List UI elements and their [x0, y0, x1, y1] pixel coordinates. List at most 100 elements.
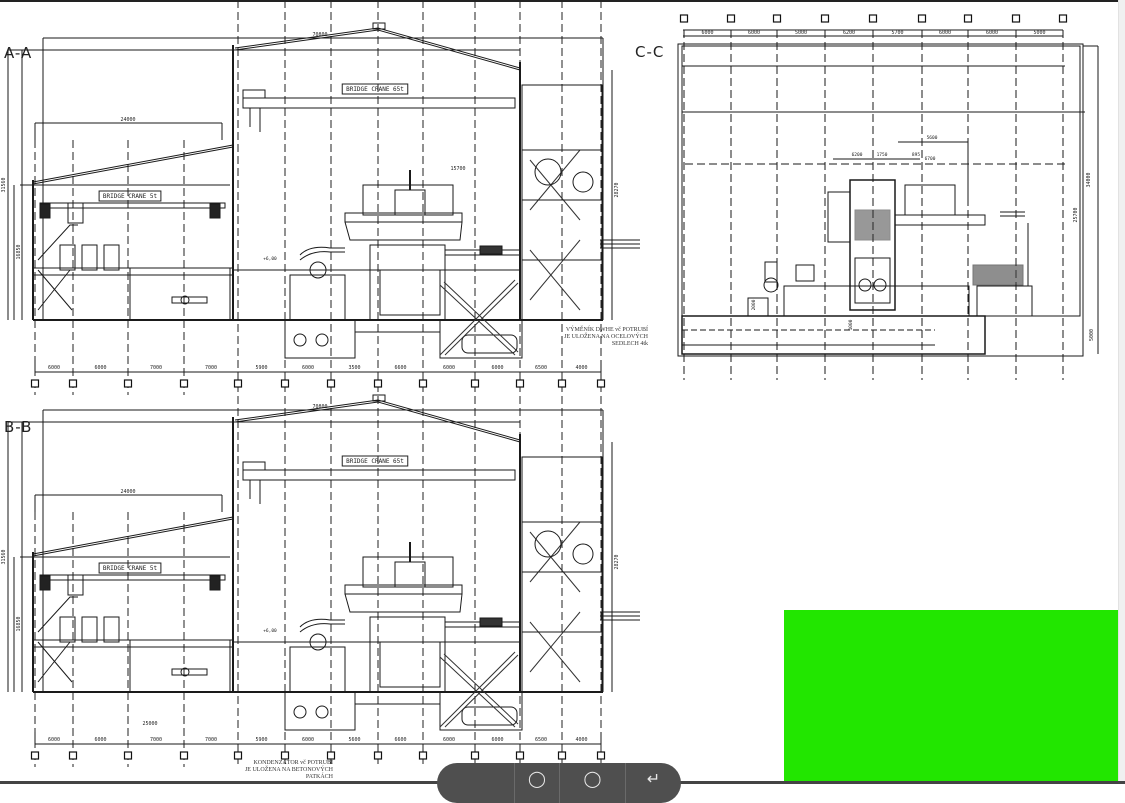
axis-dimension: 6000	[491, 737, 503, 743]
grid-axis-bubble	[470, 379, 480, 388]
grid-axis-bubble	[1058, 14, 1068, 23]
grid-axis-bubble	[179, 379, 189, 388]
axis-layer: 6000 6000 7000 7000 5900 6000 3500 6600 6000 6000…	[30, 14, 1068, 760]
level-label: +6,00	[263, 628, 277, 634]
crane-label-5t-frame	[98, 190, 162, 202]
axis-dimension: 6000	[48, 365, 60, 371]
crane-label-5t: BRIDGE CRANE 5t	[103, 565, 158, 572]
dimension-inner: 1750	[877, 152, 888, 158]
grid-axis-bubble	[820, 14, 830, 23]
crane-label-65t: BRIDGE CRANE 65t	[346, 86, 404, 93]
dimension-bottom-span: 25000	[142, 721, 157, 727]
rotate-icon: ↵	[646, 771, 661, 788]
dimension-inner: 2000	[751, 299, 757, 310]
axis-dimension: 7000	[150, 737, 162, 743]
grid-axis-bubble	[373, 751, 383, 760]
grid-axis-bubble	[280, 379, 290, 388]
grid-axis-bubble	[596, 379, 606, 388]
grid-axis-bubble	[179, 751, 189, 760]
dimension-inner: 895	[912, 152, 920, 158]
axis-dimension: 6000	[443, 365, 455, 371]
note-condenser: KONDENZÁTOR vč POTRUBÍ JE ULOŽENA NA BET…	[244, 760, 333, 780]
axis-dimension: 5000	[1033, 30, 1045, 36]
grid-axis-bubble	[326, 751, 336, 760]
axis-dimension: 6000	[701, 30, 713, 36]
section-title-aa: A-A	[4, 44, 33, 62]
rotate-button[interactable]: ↵	[626, 763, 681, 803]
grid-axis-bubble	[557, 751, 567, 760]
dimension-height-total: 31560	[1, 177, 7, 192]
dimension-height-base: 5000	[1089, 329, 1095, 341]
grid-axis-bubble	[596, 751, 606, 760]
dimension-span: 15700	[450, 166, 465, 172]
axis-dimension: 6000	[48, 737, 60, 743]
crane-label-5t: BRIDGE CRANE 5t	[103, 193, 158, 200]
axis-dimension: 6500	[535, 737, 547, 743]
grid-axis-bubble	[679, 14, 689, 23]
axis-dimension: 7000	[205, 737, 217, 743]
grid-axis-bubble	[418, 379, 428, 388]
note-heat-exchanger: VÝMĚNÍK DWHE vč POTRUBÍ JE ULOŽENA NA OC…	[564, 327, 648, 347]
axis-dimension: 5000	[795, 30, 807, 36]
crane-label-65t-frame	[341, 83, 409, 95]
grid-axis-bubble	[326, 379, 336, 388]
dimension-height-total: 31560	[1, 549, 7, 564]
axis-dimension: 6600	[394, 737, 406, 743]
dimension-inner: 6700	[925, 156, 936, 162]
axis-dimension: 6000	[94, 365, 106, 371]
axis-dimension: 6000	[939, 30, 951, 36]
axis-dimension: 7000	[205, 365, 217, 371]
axis-dimension: 5900	[255, 737, 267, 743]
dimension-height-2: 25700	[1073, 207, 1079, 222]
viewer-toolbar: ◯ ◯ ↵	[437, 763, 681, 803]
dimension-total-width: 70800	[312, 32, 327, 38]
dimension-height-right: 28270	[614, 554, 620, 569]
grid-axis-bubble	[30, 379, 40, 388]
grid-axis-bubble	[123, 751, 133, 760]
grid-axis-bubble	[726, 14, 736, 23]
vertical-scrollbar[interactable]	[1118, 0, 1125, 784]
grid-axis-bubble	[515, 379, 525, 388]
crane-label-5t-frame	[98, 562, 162, 574]
cad-drawing-canvas[interactable]: 6000 6000 7000 7000 5900 6000 3500 6600 6000 6000…	[0, 0, 1125, 784]
dimension-inner: 1000	[848, 319, 854, 330]
dimension-crane-span: 24000	[120, 489, 135, 495]
grid-axis-bubble	[418, 751, 428, 760]
grid-axis-bubble	[917, 14, 927, 23]
axis-dimension: 7000	[150, 365, 162, 371]
section-title-cc: C-C	[635, 43, 665, 61]
axis-dimension: 6000	[94, 737, 106, 743]
axis-dimension: 4000	[575, 737, 587, 743]
zoom-out-button[interactable]: ◯	[515, 763, 560, 803]
dimension-height-1: 34000	[1086, 172, 1092, 187]
axis-dimension: 3500	[348, 365, 360, 371]
grid-axis-bubble	[123, 379, 133, 388]
axis-dimension: 4000	[575, 365, 587, 371]
axis-dimension: 6000	[986, 30, 998, 36]
grid-axis-bubble	[30, 751, 40, 760]
axis-dimension: 6000	[748, 30, 760, 36]
crane-label-65t-frame	[341, 455, 409, 467]
dimension-height-lower: 16850	[16, 616, 22, 631]
green-overlay-block	[784, 610, 1124, 784]
grid-axis-bubble	[280, 751, 290, 760]
section-cc-geometry	[677, 29, 1099, 380]
grid-axis-bubble	[233, 751, 243, 760]
dimension-height-lower: 16850	[16, 244, 22, 259]
axis-dimension: 6500	[535, 365, 547, 371]
grid-axis-bubble	[470, 751, 480, 760]
grid-axis-bubble	[963, 14, 973, 23]
crane-label-65t: BRIDGE CRANE 65t	[346, 458, 404, 465]
zoom-out-icon: ◯	[528, 771, 546, 788]
dimension-crane-span: 24000	[120, 117, 135, 123]
axis-dimension: 6000	[443, 737, 455, 743]
dimension-total-width: 70800	[312, 404, 327, 410]
axis-dimension: 6000	[491, 365, 503, 371]
grid-axis-bubble	[1011, 14, 1021, 23]
level-label: +6,00	[263, 256, 277, 262]
zoom-in-button[interactable]: ◯	[560, 763, 626, 803]
axis-dimension: 6000	[302, 737, 314, 743]
toolbar-button-left[interactable]	[437, 763, 515, 803]
axis-dimension: 5700	[891, 30, 903, 36]
axis-dimension: 6600	[394, 365, 406, 371]
